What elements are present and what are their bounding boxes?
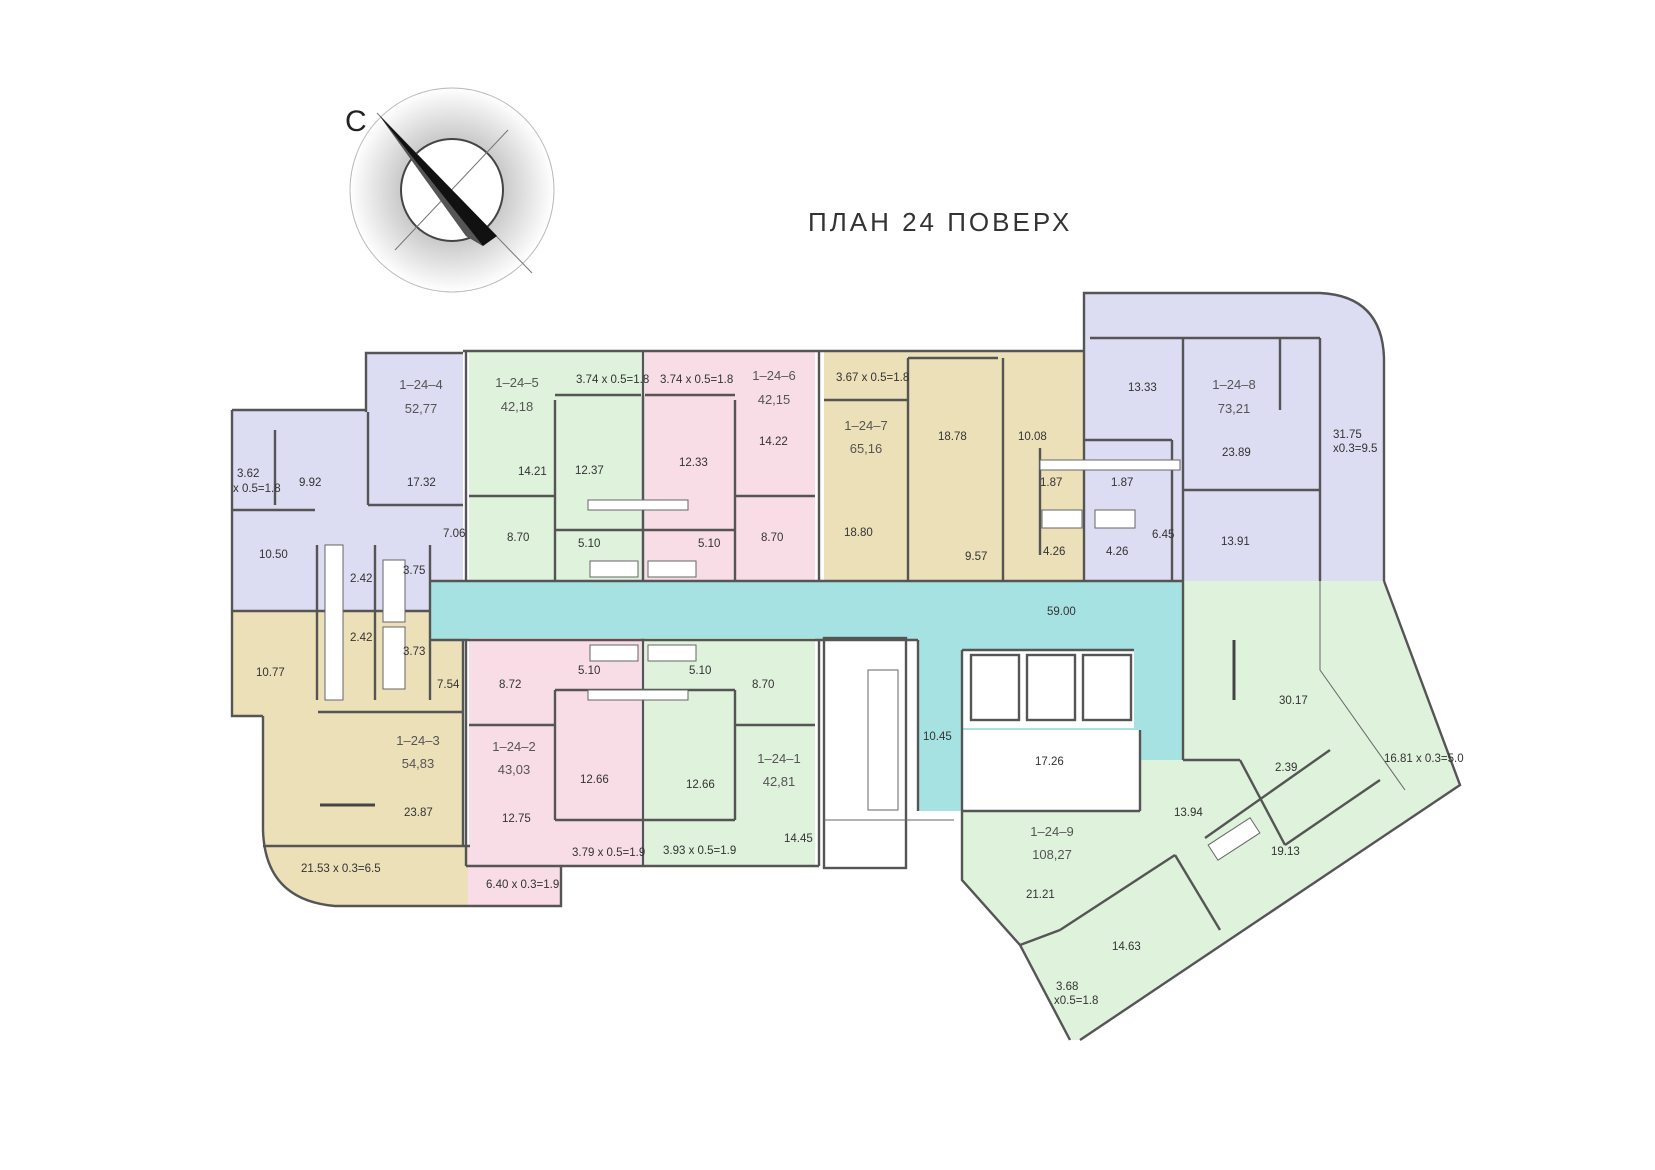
room-area: 14.21 [518, 466, 547, 478]
room-area: 8.70 [761, 532, 783, 544]
room-area: 2.42 [350, 632, 372, 644]
compass-needle-icon [379, 115, 497, 246]
room-area: 21.53 x 0.3=6.5 [301, 863, 381, 875]
room-area: 13.91 [1221, 536, 1250, 548]
apt-area-8: 73,21 [1218, 401, 1251, 416]
room-area: 13.33 [1128, 382, 1157, 394]
fixtures [324, 459, 1261, 861]
room-area: x0.5=1.8 [1054, 995, 1098, 1007]
zone-fills [232, 293, 1460, 1040]
room-area: 3.93 x 0.5=1.9 [663, 845, 736, 857]
room-area: 21.21 [1026, 889, 1055, 901]
room-area: 3.79 x 0.5=1.9 [572, 847, 645, 859]
room-area: 2.42 [350, 573, 372, 585]
apt-code-4: 1–24–4 [399, 377, 442, 392]
room-area: 8.70 [507, 532, 529, 544]
room-area: 12.37 [575, 465, 604, 477]
room-area: 5.10 [698, 538, 720, 550]
room-area: 13.94 [1174, 807, 1203, 819]
apt-code-3: 1–24–3 [396, 733, 439, 748]
room-area: 4.26 [1043, 546, 1065, 558]
room-area: 2.39 [1275, 762, 1297, 774]
room-area: 3.62 [237, 468, 259, 480]
room-area: 5.10 [578, 538, 600, 550]
room-area: 5.10 [578, 665, 600, 677]
room-area: 23.87 [404, 807, 433, 819]
apt-code-6: 1–24–6 [752, 368, 795, 383]
room-area: 30.17 [1279, 695, 1308, 707]
apt-code-5: 1–24–5 [495, 375, 538, 390]
apartment-labels: 1–24–4 52,77 1–24–5 42,18 1–24–6 42,15 1… [396, 368, 1255, 862]
room-labels: 3.62 x 0.5=1.8 9.92 17.32 7.06 10.50 2.4… [233, 372, 1464, 1007]
apartment-zone-9 [962, 581, 1460, 1040]
room-area: 14.45 [784, 833, 813, 845]
room-area: 9.57 [965, 551, 987, 563]
room-area: 7.54 [437, 679, 460, 691]
room-area: 23.89 [1222, 447, 1251, 459]
compass: С [345, 87, 555, 293]
room-area: 3.74 x 0.5=1.8 [576, 374, 649, 386]
room-area: x 0.5=1.8 [233, 483, 281, 495]
room-area: 12.66 [580, 774, 609, 786]
apt-area-9: 108,27 [1032, 847, 1072, 862]
room-area: 3.68 [1056, 981, 1078, 993]
room-area: 17.32 [407, 477, 436, 489]
room-area: 5.10 [689, 665, 711, 677]
room-area: 18.80 [844, 527, 873, 539]
apt-area-3: 54,83 [402, 756, 435, 771]
apt-area-6: 42,15 [758, 392, 791, 407]
room-area: 9.92 [299, 477, 321, 489]
room-area: 7.06 [443, 528, 465, 540]
room-area: 1.87 [1111, 477, 1133, 489]
room-area: 14.63 [1112, 941, 1141, 953]
room-area: 14.22 [759, 436, 788, 448]
room-area: 19.13 [1271, 846, 1300, 858]
room-area: 3.74 x 0.5=1.8 [660, 374, 733, 386]
room-area: 8.70 [752, 679, 774, 691]
room-area: 6.40 x 0.3=1.9 [486, 879, 559, 891]
apartment-zone-4 [232, 353, 463, 611]
room-area: 12.66 [686, 779, 715, 791]
apt-code-9: 1–24–9 [1030, 824, 1073, 839]
room-area: 17.26 [1035, 756, 1064, 768]
room-area: 10.08 [1018, 431, 1047, 443]
room-area: 12.33 [679, 457, 708, 469]
elevator-zone [962, 650, 1134, 728]
room-area: 10.45 [923, 731, 952, 743]
room-area: 59.00 [1047, 606, 1076, 618]
room-area: 4.26 [1106, 546, 1128, 558]
room-area: 10.50 [259, 549, 288, 561]
page-title: ПЛАН 24 ПОВЕРХ [808, 207, 1072, 237]
room-area: 3.67 x 0.5=1.8 [836, 372, 909, 384]
apt-code-7: 1–24–7 [844, 418, 887, 433]
apartment-zone-6 [645, 351, 815, 581]
room-area: 31.75 [1333, 429, 1362, 441]
room-area: 3.73 [403, 646, 425, 658]
room-area: 10.77 [256, 667, 285, 679]
apartment-zone-1 [645, 638, 815, 866]
apt-area-2: 43,03 [498, 762, 531, 777]
room-area: 18.78 [938, 431, 967, 443]
apt-area-1: 42,81 [763, 774, 796, 789]
apt-area-4: 52,77 [405, 401, 438, 416]
apt-code-8: 1–24–8 [1212, 377, 1255, 392]
apt-area-7: 65,16 [850, 441, 883, 456]
compass-north-letter: С [345, 105, 367, 138]
room-area: 8.72 [499, 679, 521, 691]
room-area: 12.75 [502, 813, 531, 825]
room-area: 3.75 [403, 565, 425, 577]
apartment-zone-3 [232, 611, 470, 906]
room-area: 6.45 [1152, 529, 1174, 541]
room-area: x0.3=9.5 [1333, 443, 1377, 455]
apt-area-5: 42,18 [501, 399, 534, 414]
room-area: 1.87 [1040, 477, 1062, 489]
room-area: 16.81 x 0.3=5.0 [1384, 753, 1464, 765]
apt-code-1: 1–24–1 [757, 751, 800, 766]
apt-code-2: 1–24–2 [492, 739, 535, 754]
